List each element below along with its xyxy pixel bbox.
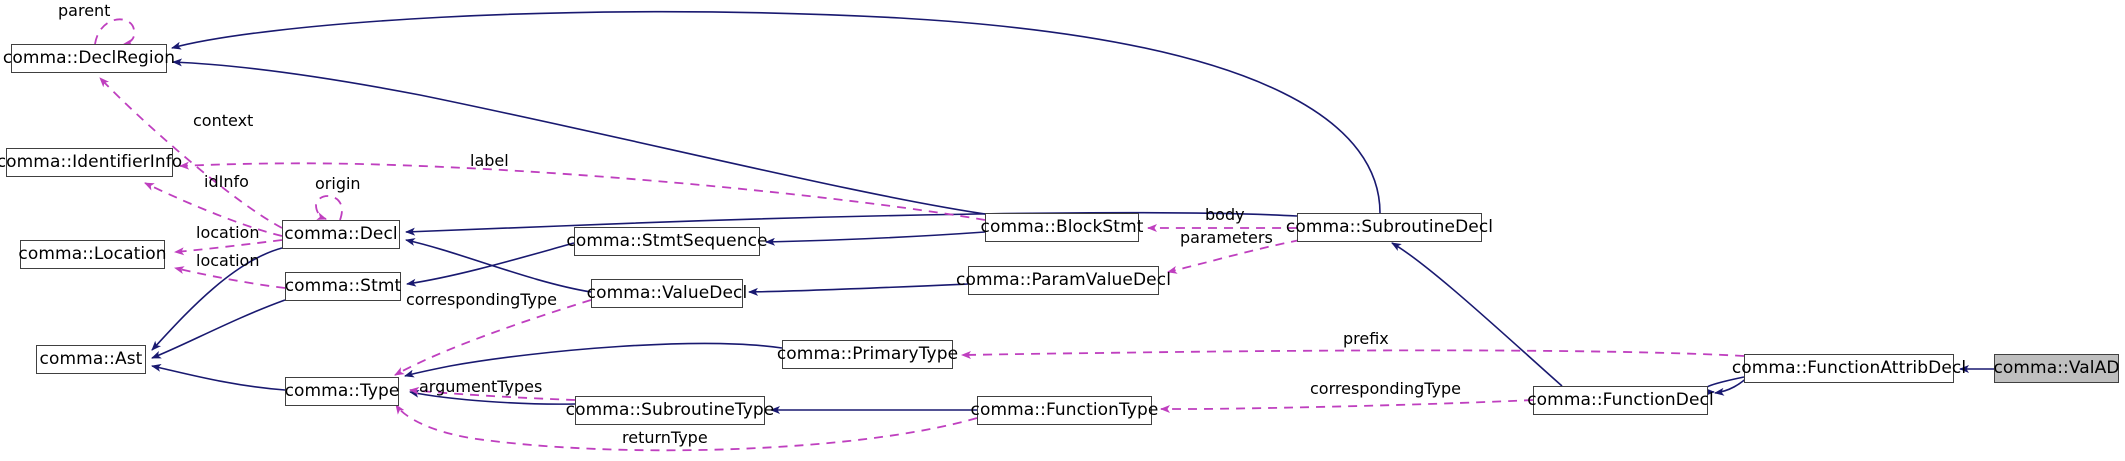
node-label: comma::Stmt xyxy=(284,276,402,296)
node-label: comma::ValueDecl xyxy=(586,283,748,303)
node-label: comma::StmtSequence xyxy=(566,231,768,251)
edge-decl-to-identifierinfo-idinfo xyxy=(144,182,283,237)
edge-label-parent: parent xyxy=(58,1,111,20)
edge-label-returntype: returnType xyxy=(622,428,708,447)
node-label: comma::FunctionAttribDecl xyxy=(1731,358,1967,378)
edge-label-context: context xyxy=(193,111,254,130)
edge-decl-origin-self xyxy=(315,195,343,221)
node-label: comma::ValAD xyxy=(1993,358,2120,378)
edge-declregion-parent-self xyxy=(94,18,136,47)
node-comma-identifierinfo[interactable]: comma::IdentifierInfo xyxy=(0,148,182,177)
node-label: comma::FunctionType xyxy=(970,400,1159,420)
node-comma-type[interactable]: comma::Type xyxy=(285,377,399,406)
edge-blockstmt-to-identifierinfo-label xyxy=(179,161,986,221)
node-label: comma::IdentifierInfo xyxy=(0,152,183,172)
edge-label-body: body xyxy=(1205,205,1245,224)
node-comma-functiondecl[interactable]: comma::FunctionDecl xyxy=(1527,386,1714,415)
edge-label-location-stmt: location xyxy=(196,251,260,270)
node-comma-subroutinetype[interactable]: comma::SubroutineType xyxy=(566,396,774,425)
edge-functiondecl-to-subroutinedecl xyxy=(1391,242,1563,387)
node-comma-declregion[interactable]: comma::DeclRegion xyxy=(3,44,175,73)
edge-label-parameters: parameters xyxy=(1180,228,1273,247)
edge-decl-to-location xyxy=(174,239,283,256)
node-comma-paramvaluedecl[interactable]: comma::ParamValueDecl xyxy=(956,266,1171,295)
edge-blockstmt-to-declregion xyxy=(172,58,993,216)
edge-functionattribdecl-to-primarytype-prefix xyxy=(961,349,1745,359)
edge-label-label: label xyxy=(470,151,509,170)
node-label: comma::BlockStmt xyxy=(980,217,1144,237)
node-comma-blockstmt[interactable]: comma::BlockStmt xyxy=(981,213,1143,242)
edge-stmt-to-location xyxy=(174,266,286,289)
edge-blockstmt-to-stmtsequence xyxy=(765,231,986,246)
node-comma-functionattribdecl[interactable]: comma::FunctionAttribDecl xyxy=(1732,354,1966,383)
node-label: comma::Decl xyxy=(284,224,398,244)
node-label: comma::SubroutineDecl xyxy=(1285,217,1494,237)
node-comma-valad[interactable]: comma::ValAD xyxy=(1993,354,2119,383)
edge-subroutinedecl-to-decl xyxy=(405,211,1298,236)
edge-label-prefix: prefix xyxy=(1343,329,1389,348)
node-label: comma::FunctionDecl xyxy=(1527,390,1714,410)
edge-subroutinedecl-to-declregion xyxy=(171,10,1381,214)
edge-label-origin: origin xyxy=(315,174,361,193)
edge-functionattribdecl-to-functiondecl xyxy=(1704,376,1745,395)
node-label: comma::Type xyxy=(284,381,400,401)
edge-subroutinetype-to-type-argumenttypes xyxy=(409,386,576,401)
node-label: comma::Ast xyxy=(39,349,143,369)
node-comma-ast[interactable]: comma::Ast xyxy=(36,345,146,374)
node-label: comma::DeclRegion xyxy=(2,48,176,68)
edge-stmt-to-ast xyxy=(151,299,286,359)
edge-decl-to-ast xyxy=(151,247,283,351)
node-comma-valuedecl[interactable]: comma::ValueDecl xyxy=(587,279,747,308)
node-comma-primarytype[interactable]: comma::PrimaryType xyxy=(777,340,958,369)
edge-label-argumenttypes: argumentTypes xyxy=(419,377,543,396)
node-label: comma::SubroutineType xyxy=(565,400,775,420)
edge-subroutinetype-to-type xyxy=(409,389,576,405)
node-comma-location[interactable]: comma::Location xyxy=(18,240,166,269)
node-comma-decl[interactable]: comma::Decl xyxy=(282,220,400,249)
inheritance-edges xyxy=(151,10,1994,414)
edge-paramvaluedecl-to-valuedecl xyxy=(748,283,969,296)
edge-label-idinfo: idInfo xyxy=(204,172,249,191)
edge-label-correspondingtype-functiondecl: correspondingType xyxy=(1310,379,1462,398)
node-label: comma::Location xyxy=(18,244,167,264)
edge-label-location-decl: location xyxy=(196,223,260,242)
edge-valuedecl-to-type-correspondingtype xyxy=(394,299,592,376)
node-label: comma::ParamValueDecl xyxy=(956,270,1172,290)
usage-edges xyxy=(94,18,1745,452)
edge-type-to-ast xyxy=(151,363,286,391)
node-comma-subroutinedecl[interactable]: comma::SubroutineDecl xyxy=(1286,213,1493,242)
node-comma-stmt[interactable]: comma::Stmt xyxy=(285,272,401,301)
edge-primarytype-to-type xyxy=(404,342,783,378)
edge-functiontype-to-type-returntype xyxy=(395,404,978,452)
edge-functiondecl-to-functiontype-correspondingtype xyxy=(1160,399,1534,413)
edge-label-correspondingtype-valuedecl: correspondingType xyxy=(406,290,558,309)
node-comma-stmtsequence[interactable]: comma::StmtSequence xyxy=(566,227,767,256)
edge-stmtsequence-to-stmt xyxy=(406,242,575,287)
edge-valuedecl-to-decl xyxy=(405,238,592,293)
node-label: comma::PrimaryType xyxy=(776,344,959,364)
edge-subroutinedecl-to-paramvaluedecl-parameters xyxy=(1167,239,1301,274)
node-comma-functiontype[interactable]: comma::FunctionType xyxy=(971,396,1158,425)
edge-decl-to-declregion-context xyxy=(99,77,283,229)
